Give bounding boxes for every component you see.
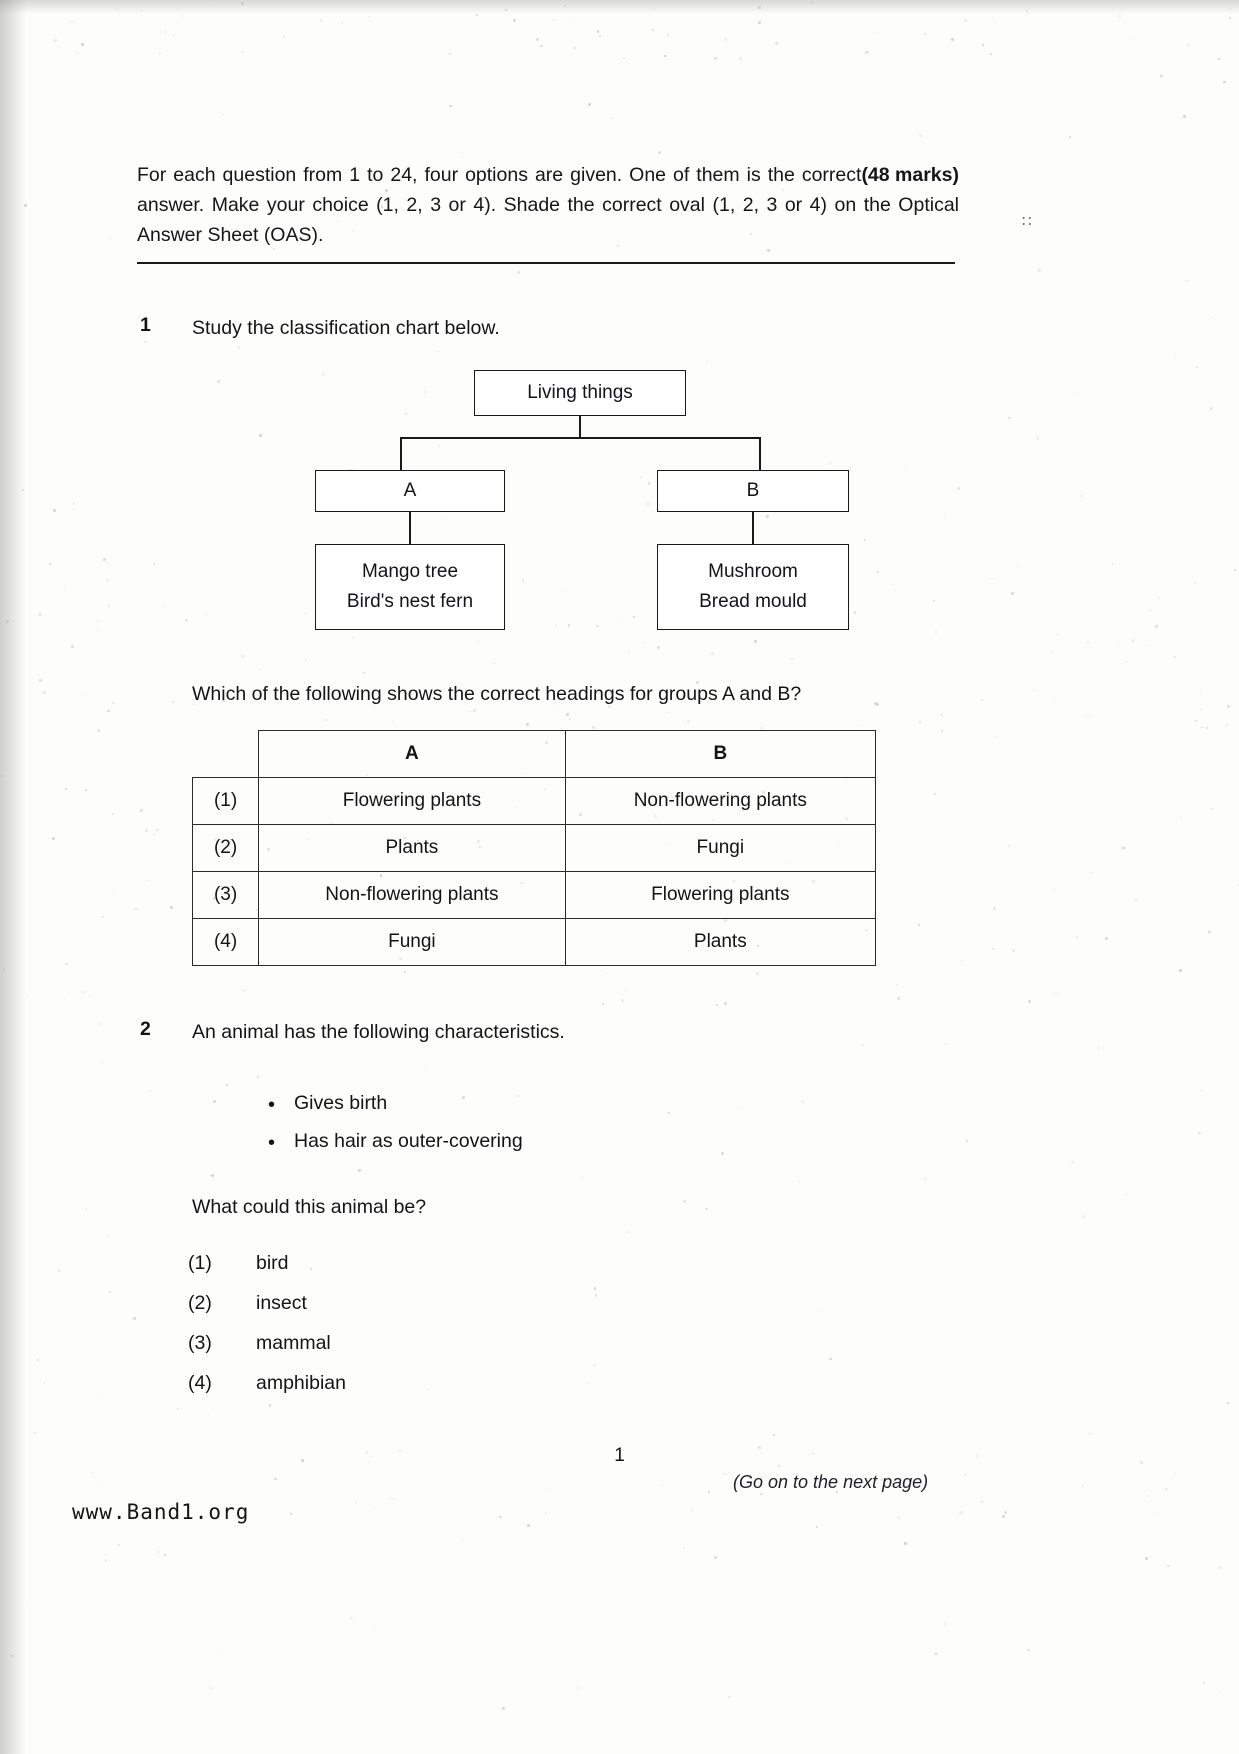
option-4-a: Fungi <box>258 918 566 966</box>
question-2-choices: (1) bird (2) insect (3) mammal (4) amphi… <box>188 1252 346 1412</box>
option-label-4: (4) <box>191 918 260 966</box>
chart-b-item-2: Bread mould <box>699 591 807 612</box>
list-item[interactable]: (4) amphibian <box>188 1372 346 1395</box>
chart-a-item-2: Bird's nest fern <box>346 591 474 612</box>
instructions-block: (48 marks) For each question from 1 to 2… <box>137 160 959 250</box>
option-label-3: (3) <box>191 871 260 919</box>
table-row[interactable]: (4) Fungi Plants <box>191 918 877 966</box>
chart-group-a-label: A <box>403 480 417 501</box>
instructions-text: For each question from 1 to 24, four opt… <box>137 164 959 246</box>
question-2-lead-in: What could this animal be? <box>192 1196 427 1218</box>
marks-label: (48 marks) <box>861 164 959 186</box>
chart-group-b-box: B <box>657 470 849 512</box>
go-on-next-page-note: (Go on to the next page) <box>733 1472 929 1492</box>
horizontal-divider <box>137 262 955 264</box>
choice-label-2: (2) <box>188 1292 212 1314</box>
chart-b-item-1: Mushroom <box>708 561 798 582</box>
scan-edge-shadow-left <box>0 0 26 1754</box>
table-header-row: A B <box>192 730 877 778</box>
classification-chart: Living things A B Mango tree Bird's nest… <box>310 370 850 635</box>
question-2-stem: An animal has the following characterist… <box>192 1021 565 1043</box>
table-header-b: B <box>564 730 877 778</box>
chart-group-b-items-box: Mushroom Bread mould <box>657 544 849 630</box>
table-header-a: A <box>258 730 566 778</box>
choice-text-2: insect <box>256 1292 307 1314</box>
list-item[interactable]: (2) insect <box>188 1292 346 1315</box>
option-2-b: Fungi <box>564 824 877 872</box>
table-row[interactable]: (3) Non-flowering plants Flowering plant… <box>191 871 877 919</box>
connector-drop-b <box>759 437 761 470</box>
list-item: • Has hair as outer-covering <box>268 1130 523 1156</box>
option-1-b: Non-flowering plants <box>564 777 877 825</box>
question-2-number: 2 <box>140 1018 151 1040</box>
page-number: 1 <box>614 1445 625 1466</box>
bullet-dot-icon: • <box>268 1132 276 1154</box>
option-4-b: Plants <box>564 918 877 966</box>
connector-a-to-items <box>409 512 411 544</box>
option-3-b: Flowering plants <box>564 871 877 919</box>
option-2-a: Plants <box>258 824 566 872</box>
table-header-blank <box>192 730 260 778</box>
table-row[interactable]: (1) Flowering plants Non-flowering plant… <box>191 777 877 825</box>
option-3-a: Non-flowering plants <box>258 871 566 919</box>
list-item[interactable]: (3) mammal <box>188 1332 346 1355</box>
site-watermark: www.Band1.org <box>72 1500 250 1524</box>
list-item[interactable]: (1) bird <box>188 1252 346 1275</box>
option-label-2: (2) <box>191 824 260 872</box>
choice-label-1: (1) <box>188 1252 212 1274</box>
choice-label-4: (4) <box>188 1372 212 1394</box>
question-1-lead-in: Which of the following shows the correct… <box>192 683 802 705</box>
choice-text-3: mammal <box>256 1332 331 1354</box>
choice-label-3: (3) <box>188 1332 212 1354</box>
question-1-options-table: A B (1) Flowering plants Non-flowering p… <box>191 730 877 966</box>
chart-group-a-items-box: Mango tree Bird's nest fern <box>315 544 505 630</box>
stray-scan-mark: ∷ <box>1022 213 1032 230</box>
table-row[interactable]: (2) Plants Fungi <box>191 824 877 872</box>
choice-text-1: bird <box>256 1252 289 1274</box>
connector-b-to-items <box>752 512 754 544</box>
connector-horizontal-bus <box>400 437 760 439</box>
chart-a-item-1: Mango tree <box>361 561 459 582</box>
option-1-a: Flowering plants <box>258 777 566 825</box>
question-2-characteristics-list: • Gives birth • Has hair as outer-coveri… <box>268 1092 523 1168</box>
list-item: • Gives birth <box>268 1092 523 1118</box>
chart-group-a-box: A <box>315 470 505 512</box>
characteristic-2: Has hair as outer-covering <box>294 1130 523 1152</box>
scan-edge-shadow-top <box>0 0 1239 14</box>
option-label-1: (1) <box>191 777 260 825</box>
chart-root-label: Living things <box>527 382 633 403</box>
connector-drop-a <box>400 437 402 470</box>
chart-group-b-label: B <box>746 480 760 501</box>
chart-root-box: Living things <box>474 370 686 416</box>
bullet-dot-icon: • <box>268 1094 276 1116</box>
question-1-number: 1 <box>140 314 151 336</box>
choice-text-4: amphibian <box>256 1372 346 1394</box>
question-1-stem: Study the classification chart below. <box>192 317 500 339</box>
connector-root-down <box>579 416 581 438</box>
characteristic-1: Gives birth <box>294 1092 388 1114</box>
